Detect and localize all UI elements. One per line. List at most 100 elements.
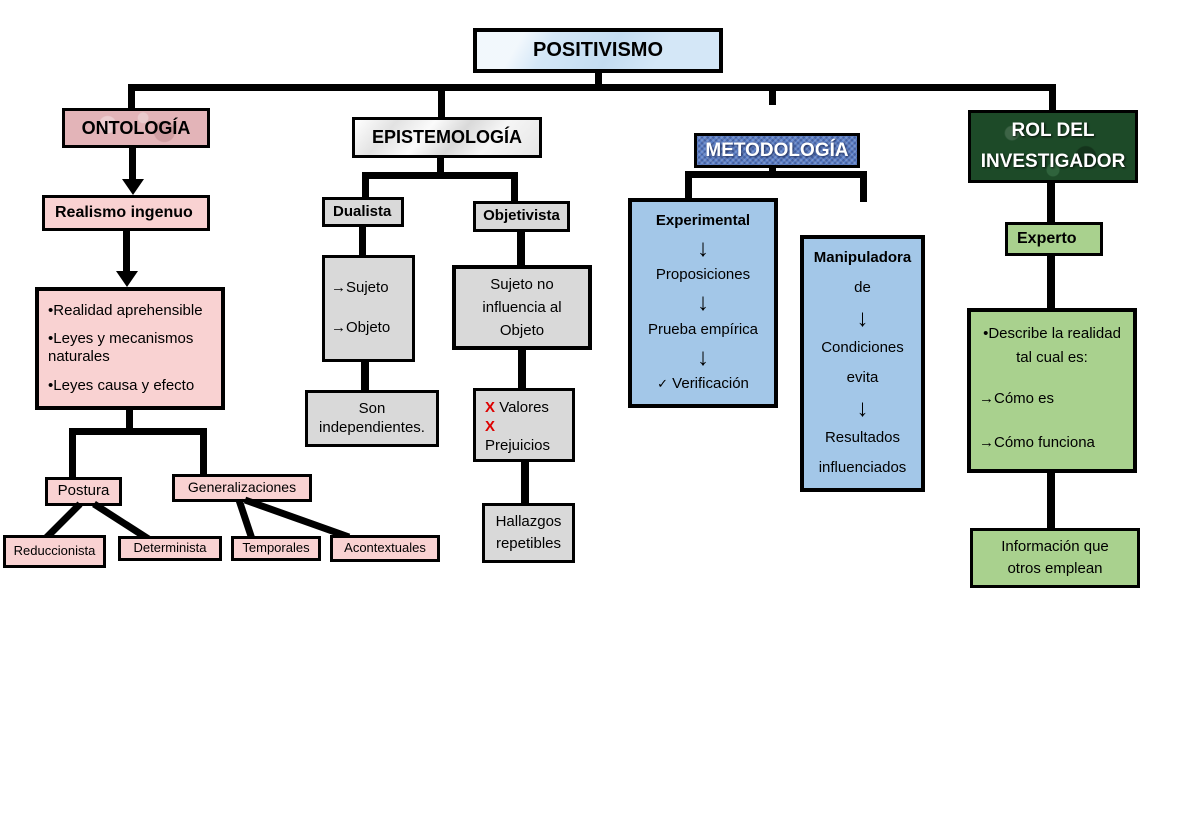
temporales-label: Temporales [242,540,310,556]
red-cross-icon: X [485,399,496,416]
sujeto-no-influencia-box: Sujeto no influencia al Objeto [452,265,592,350]
down-arrow-icon: ↓ [856,304,869,332]
manipuladora-line: Resultados [824,429,901,447]
son-independientes-box: Son independientes. [305,390,439,447]
describe-box: •Describe la realidad tal cual es: →Cómo… [967,308,1137,473]
connector-objetivista-drop [511,172,518,203]
connector-title-drop [595,71,602,90]
connector-rol-drop [1049,84,1056,111]
epistemologia-header-box: EPISTEMOLOGÍA [352,117,542,158]
positivismo-title-box: POSITIVISMO [473,28,723,73]
connector-experimental-drop [685,171,692,198]
bullet-icon: • [48,376,54,394]
right-arrow-icon: → [331,278,346,296]
sujeto-objeto-box: →Sujeto →Objeto [322,255,415,362]
connector-son-drop [361,362,369,390]
manipuladora-box: Manipuladora de ↓ Condiciones evita ↓ Re… [800,235,925,492]
realismo-ingenuo-box: Realismo ingenuo [42,195,210,231]
down-arrow-icon: ↓ [697,343,709,371]
determinista-label: Determinista [133,540,207,556]
ontologia-header: ONTOLOGÍA [81,117,191,138]
manipuladora-line: de [854,278,871,296]
arrow-ontologia-head-icon [122,179,144,195]
red-cross-icon: X [485,417,496,435]
connector-sujeto-no-drop [517,232,525,267]
como-funciona-label: Cómo funciona [994,433,1095,451]
sujeto-no-influencia-label: Sujeto no influencia al Objeto [482,275,562,340]
manipuladora-line: Condiciones [821,339,904,357]
connector-main-horizontal [128,84,1056,91]
connector-dualista-down [359,227,366,255]
reduccionista-box: Reduccionista [3,535,106,568]
connector-ontologia-drop [128,84,135,110]
ontologia-bullets-box: •Realidad aprehensible •Leyes y mecanism… [35,287,225,410]
generalizaciones-box: Generalizaciones [172,474,312,502]
realismo-ingenuo-label: Realismo ingenuo [55,204,193,221]
bullet-text: Leyes causa y efecto [53,376,195,394]
bullet-icon: • [48,329,54,347]
connector-valores-drop [518,350,526,388]
down-arrow-icon: ↓ [697,289,709,317]
connector-describe-drop [1047,256,1055,308]
bullet-text: Leyes y mecanismos naturales [48,329,194,366]
hallazgos-label: Hallazgos repetibles [495,512,562,553]
experto-label: Experto [1017,230,1077,247]
describe-arrow-item: →Cómo funciona [979,434,1095,453]
bullet-icon: • [983,325,989,342]
experto-box: Experto [1005,222,1103,256]
generalizaciones-label: Generalizaciones [187,479,297,496]
experimental-step: ✓ Verificación [657,375,749,394]
connector-epi-horizontal [362,172,518,179]
son-independientes-label: Son independientes. [319,399,425,436]
sujeto-label: Sujeto [346,278,389,296]
right-arrow-icon: → [979,433,994,451]
experimental-step: Prueba empírica [647,320,759,338]
positivismo-title: POSITIVISMO [532,39,664,61]
arrow-realismo-head-icon [116,271,138,287]
connector-hallazgos-drop [521,462,529,503]
experimental-title: Experimental [655,212,751,229]
describe-statement: •Describe la realidad tal cual es: [979,322,1125,370]
epistemologia-header: EPISTEMOLOGÍA [371,127,522,148]
right-arrow-icon: → [979,390,994,407]
connector-postura-drop [69,428,76,477]
acontextuales-label: Acontextuales [344,540,426,556]
reduccionista-label: Reduccionista [13,543,96,559]
connector-postura-horizontal [69,428,207,435]
temporales-box: Temporales [231,536,321,561]
connector-generalizaciones-drop [200,428,207,474]
connector-informacion-drop [1047,473,1055,528]
prejuicios-label: Prejuicios [485,436,551,454]
rol-header: ROL DEL INVESTIGADOR [980,120,1126,172]
down-arrow-icon: ↓ [856,394,869,422]
objeto-label: Objeto [346,319,391,337]
objetivista-box: Objetivista [473,201,570,232]
describe-line: tal cual es: [1016,349,1088,366]
connector-bullets-drop [126,410,133,428]
bullet-item: •Realidad aprehensible [48,302,203,321]
connector-met-horizontal [685,171,867,178]
determinista-box: Determinista [118,536,222,561]
right-arrow-icon: → [331,319,346,337]
objeto-item: →Objeto [331,319,390,338]
bullet-item: •Leyes y mecanismos naturales [48,330,212,368]
connector-manipuladora-drop [860,171,867,202]
informacion-box: Información que otros emplean [970,528,1140,588]
connector-dualista-drop [362,172,369,198]
bullet-icon: • [48,301,54,319]
describe-arrow-item: →Cómo es [979,390,1054,409]
manipuladora-title: Manipuladora [813,249,912,266]
postura-label: Postura [57,482,110,500]
informacion-label: Información que otros emplean [1001,537,1109,578]
metodologia-header: METODOLOGÍA [705,139,849,161]
verificacion-label: Verificación [672,375,749,393]
arrow-realismo-shaft [123,231,130,272]
connector-experto-drop [1047,183,1055,222]
arrow-ontologia-shaft [129,148,136,180]
connector-epi-stub [437,158,444,174]
postura-box: Postura [45,477,122,506]
sujeto-item: →Sujeto [331,279,389,298]
hallazgos-box: Hallazgos repetibles [482,503,575,563]
connector-epistemologia-drop [438,84,445,118]
